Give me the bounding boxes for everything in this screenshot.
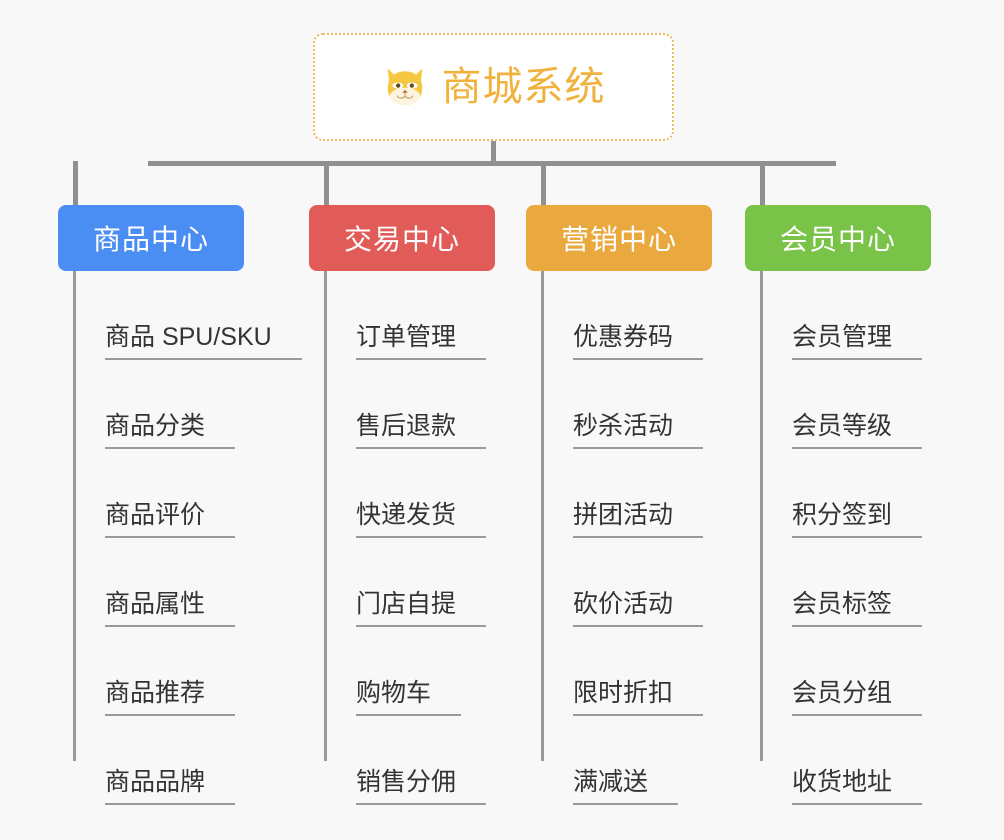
column-member-center: 会员中心会员管理会员等级积分签到会员标签会员分组收货地址 bbox=[745, 205, 931, 805]
leaf-item-label: 门店自提 bbox=[356, 590, 487, 627]
category-box-trade-center[interactable]: 交易中心 bbox=[309, 205, 495, 271]
column-product-center: 商品中心商品 SPU/SKU 商品分类商品评价商品属性商品推荐商品品牌 bbox=[58, 205, 302, 805]
leaf-item[interactable]: 会员分组 bbox=[760, 627, 946, 716]
leaf-item[interactable]: 会员等级 bbox=[760, 360, 946, 449]
leaf-item-label: 满减送 bbox=[573, 768, 679, 805]
leaf-item-label: 拼团活动 bbox=[573, 501, 704, 538]
leaf-item[interactable]: 会员管理 bbox=[760, 271, 946, 360]
leaf-item-label: 商品推荐 bbox=[105, 679, 236, 716]
column-trade-center: 交易中心订单管理售后退款快递发货门店自提购物车销售分佣 bbox=[309, 205, 495, 805]
connector-trunk-horizontal bbox=[148, 161, 836, 166]
leaf-item[interactable]: 拼团活动 bbox=[541, 449, 727, 538]
connector-branch-trade-center bbox=[324, 161, 329, 205]
leaf-item-label: 商品 SPU/SKU bbox=[105, 323, 302, 360]
leaf-item-label: 销售分佣 bbox=[356, 768, 487, 805]
leaf-item-label: 限时折扣 bbox=[573, 679, 704, 716]
category-box-marketing-center[interactable]: 营销中心 bbox=[526, 205, 712, 271]
leaf-item[interactable]: 门店自提 bbox=[324, 538, 510, 627]
leaf-item-label: 优惠券码 bbox=[573, 323, 704, 360]
leaf-item[interactable]: 商品分类 bbox=[73, 360, 259, 449]
leaf-item[interactable]: 购物车 bbox=[324, 627, 510, 716]
leaf-item-label: 商品属性 bbox=[105, 590, 236, 627]
leaf-item[interactable]: 商品评价 bbox=[73, 449, 259, 538]
leaf-item-label: 积分签到 bbox=[792, 501, 923, 538]
leaf-item[interactable]: 收货地址 bbox=[760, 716, 946, 805]
leaf-item[interactable]: 快递发货 bbox=[324, 449, 510, 538]
leaf-item-label: 收货地址 bbox=[792, 768, 923, 805]
leaf-item-label: 会员等级 bbox=[792, 412, 923, 449]
leaf-item[interactable]: 商品 SPU/SKU bbox=[73, 271, 302, 360]
leaf-item[interactable]: 会员标签 bbox=[760, 538, 946, 627]
spine-marketing-center bbox=[541, 271, 544, 761]
leaf-item[interactable]: 积分签到 bbox=[760, 449, 946, 538]
leaf-item-label: 商品分类 bbox=[105, 412, 236, 449]
shiba-dog-face-icon bbox=[387, 68, 422, 105]
leaf-item[interactable]: 商品品牌 bbox=[73, 716, 259, 805]
category-box-product-center[interactable]: 商品中心 bbox=[58, 205, 244, 271]
leaf-item-label: 商品品牌 bbox=[105, 768, 236, 805]
leaf-item-label: 快递发货 bbox=[356, 501, 487, 538]
leaf-item-label: 订单管理 bbox=[356, 323, 487, 360]
leaf-item[interactable]: 商品属性 bbox=[73, 538, 259, 627]
leaf-item-label: 购物车 bbox=[356, 679, 462, 716]
leaf-item-label: 售后退款 bbox=[356, 412, 487, 449]
connector-branch-marketing-center bbox=[541, 161, 546, 205]
leaf-item[interactable]: 优惠券码 bbox=[541, 271, 727, 360]
leaf-item-label: 会员分组 bbox=[792, 679, 923, 716]
leaf-item[interactable]: 订单管理 bbox=[324, 271, 510, 360]
leaf-item[interactable]: 限时折扣 bbox=[541, 627, 727, 716]
leaf-list-product-center: 商品 SPU/SKU 商品分类商品评价商品属性商品推荐商品品牌 bbox=[73, 271, 302, 805]
spine-trade-center bbox=[324, 271, 327, 761]
leaf-item[interactable]: 砍价活动 bbox=[541, 538, 727, 627]
root-title: 商城系统 bbox=[441, 65, 606, 109]
root-node[interactable]: 商城系统 bbox=[313, 33, 674, 141]
connector-branch-member-center bbox=[760, 161, 765, 205]
spine-product-center bbox=[73, 271, 76, 761]
leaf-item-label: 会员标签 bbox=[792, 590, 923, 627]
leaf-item-label: 砍价活动 bbox=[573, 590, 704, 627]
leaf-list-member-center: 会员管理会员等级积分签到会员标签会员分组收货地址 bbox=[760, 271, 946, 805]
leaf-item-label: 秒杀活动 bbox=[573, 412, 704, 449]
leaf-item[interactable]: 销售分佣 bbox=[324, 716, 510, 805]
leaf-item[interactable]: 秒杀活动 bbox=[541, 360, 727, 449]
leaf-item[interactable]: 满减送 bbox=[541, 716, 727, 805]
connector-branch-product-center bbox=[73, 161, 78, 205]
leaf-list-marketing-center: 优惠券码秒杀活动拼团活动砍价活动限时折扣满减送 bbox=[541, 271, 727, 805]
spine-member-center bbox=[760, 271, 763, 761]
leaf-item-label: 商品评价 bbox=[105, 501, 236, 538]
category-box-member-center[interactable]: 会员中心 bbox=[745, 205, 931, 271]
leaf-item[interactable]: 商品推荐 bbox=[73, 627, 259, 716]
leaf-item-label: 会员管理 bbox=[792, 323, 923, 360]
column-marketing-center: 营销中心优惠券码秒杀活动拼团活动砍价活动限时折扣满减送 bbox=[526, 205, 712, 805]
leaf-item[interactable]: 售后退款 bbox=[324, 360, 510, 449]
leaf-list-trade-center: 订单管理售后退款快递发货门店自提购物车销售分佣 bbox=[324, 271, 510, 805]
connector-trunk-vertical bbox=[491, 141, 496, 164]
